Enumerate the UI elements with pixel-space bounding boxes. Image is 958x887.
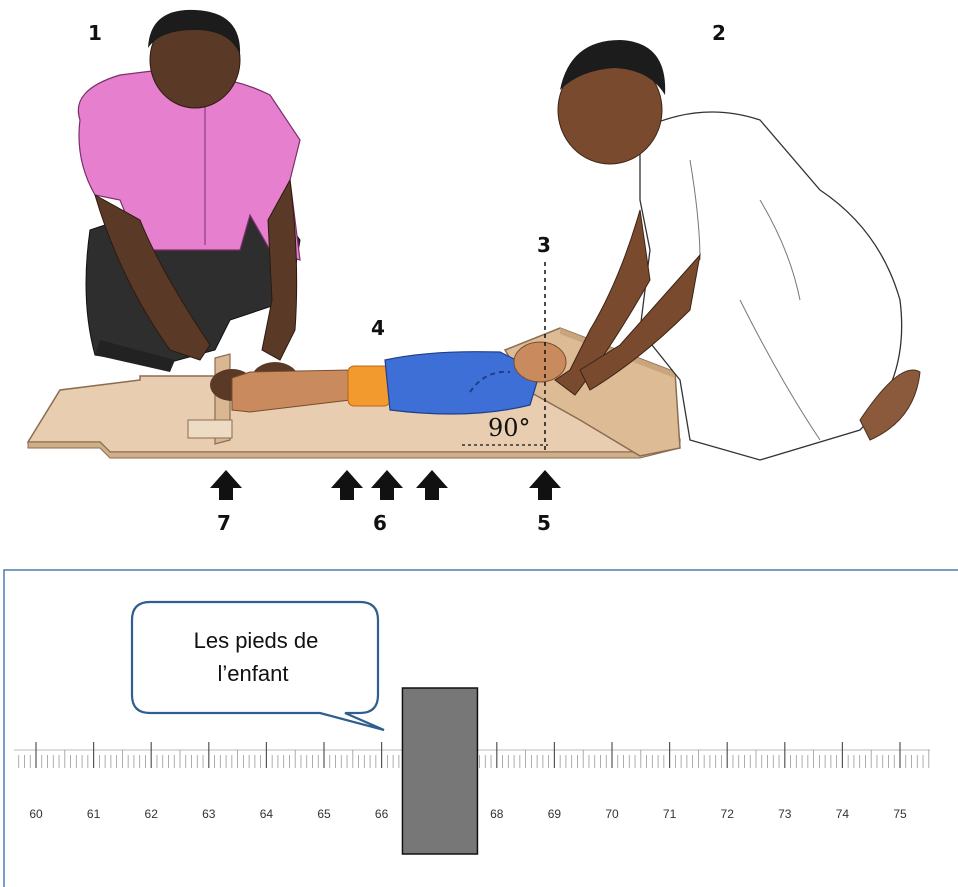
label-7: 7 (217, 511, 231, 535)
ruler-tick-label: 61 (87, 807, 101, 821)
arrow-body-1 (331, 470, 363, 500)
arrow-head (529, 470, 561, 500)
label-3: 3 (537, 233, 551, 257)
health-worker-left (78, 10, 300, 401)
ruler-panel: 60616263646566676869707172737475 Les pie… (4, 570, 958, 887)
ruler-tick-label: 65 (317, 807, 331, 821)
ruler-tick-label: 64 (260, 807, 274, 821)
measuring-illustration: 90° 1 2 3 4 5 6 7 (28, 10, 920, 535)
callout-bubble: Les pieds de l’enfant (132, 602, 384, 730)
label-4: 4 (371, 316, 385, 340)
callout-line-1: Les pieds de (194, 628, 319, 653)
ruler-tick-label: 73 (778, 807, 792, 821)
ruler-tick-label: 60 (29, 807, 43, 821)
ruler-tick-label: 68 (490, 807, 504, 821)
ruler-tick-label: 75 (893, 807, 907, 821)
ruler-tick-label: 74 (836, 807, 850, 821)
angle-label: 90° (488, 414, 531, 442)
ruler-tick-label: 72 (721, 807, 735, 821)
ruler-tick-label: 63 (202, 807, 216, 821)
callout-line-2: l’enfant (218, 661, 289, 686)
arrow-body-3 (416, 470, 448, 500)
ruler-tick-label: 70 (605, 807, 619, 821)
arrow-body-2 (371, 470, 403, 500)
label-6: 6 (373, 511, 387, 535)
label-5: 5 (537, 511, 551, 535)
ruler-tick-label: 62 (145, 807, 159, 821)
footboard-block (402, 688, 477, 854)
ruler-tick-label: 66 (375, 807, 389, 821)
ruler-tick-label: 71 (663, 807, 677, 821)
ruler-tick-label: 69 (548, 807, 562, 821)
arrow-feet (210, 470, 242, 500)
label-2: 2 (712, 21, 726, 45)
label-1: 1 (88, 21, 102, 45)
